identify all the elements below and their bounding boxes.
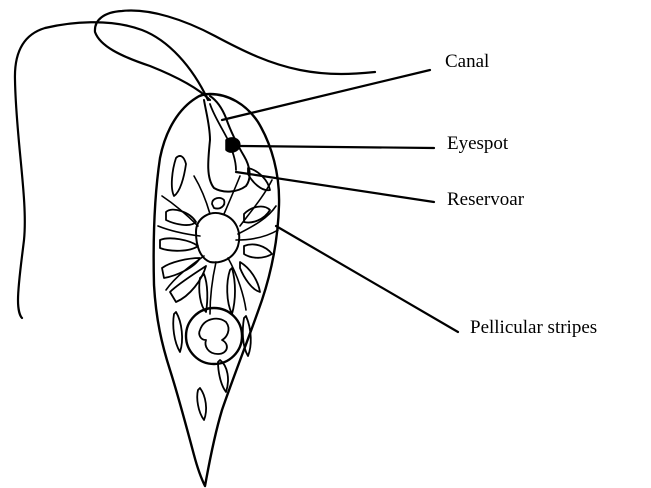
label-canal: Canal [445,52,489,71]
nucleus-outline [186,308,242,364]
central-body [196,213,239,262]
small-body [212,198,224,209]
short-flagellum [95,11,375,100]
leader-lines [222,70,458,332]
eyespot-mark [226,138,240,152]
pellicle-leader [276,226,458,332]
nucleus-detail [199,319,228,354]
canal-leader [222,70,430,120]
label-reservoir: Reservoar [447,190,524,209]
label-eyespot: Eyespot [447,134,508,153]
canal-inner [210,104,236,170]
label-pellicular-stripes: Pellicular stripes [470,318,597,337]
reservoir-leader [236,172,434,202]
chloroplasts [160,156,272,420]
